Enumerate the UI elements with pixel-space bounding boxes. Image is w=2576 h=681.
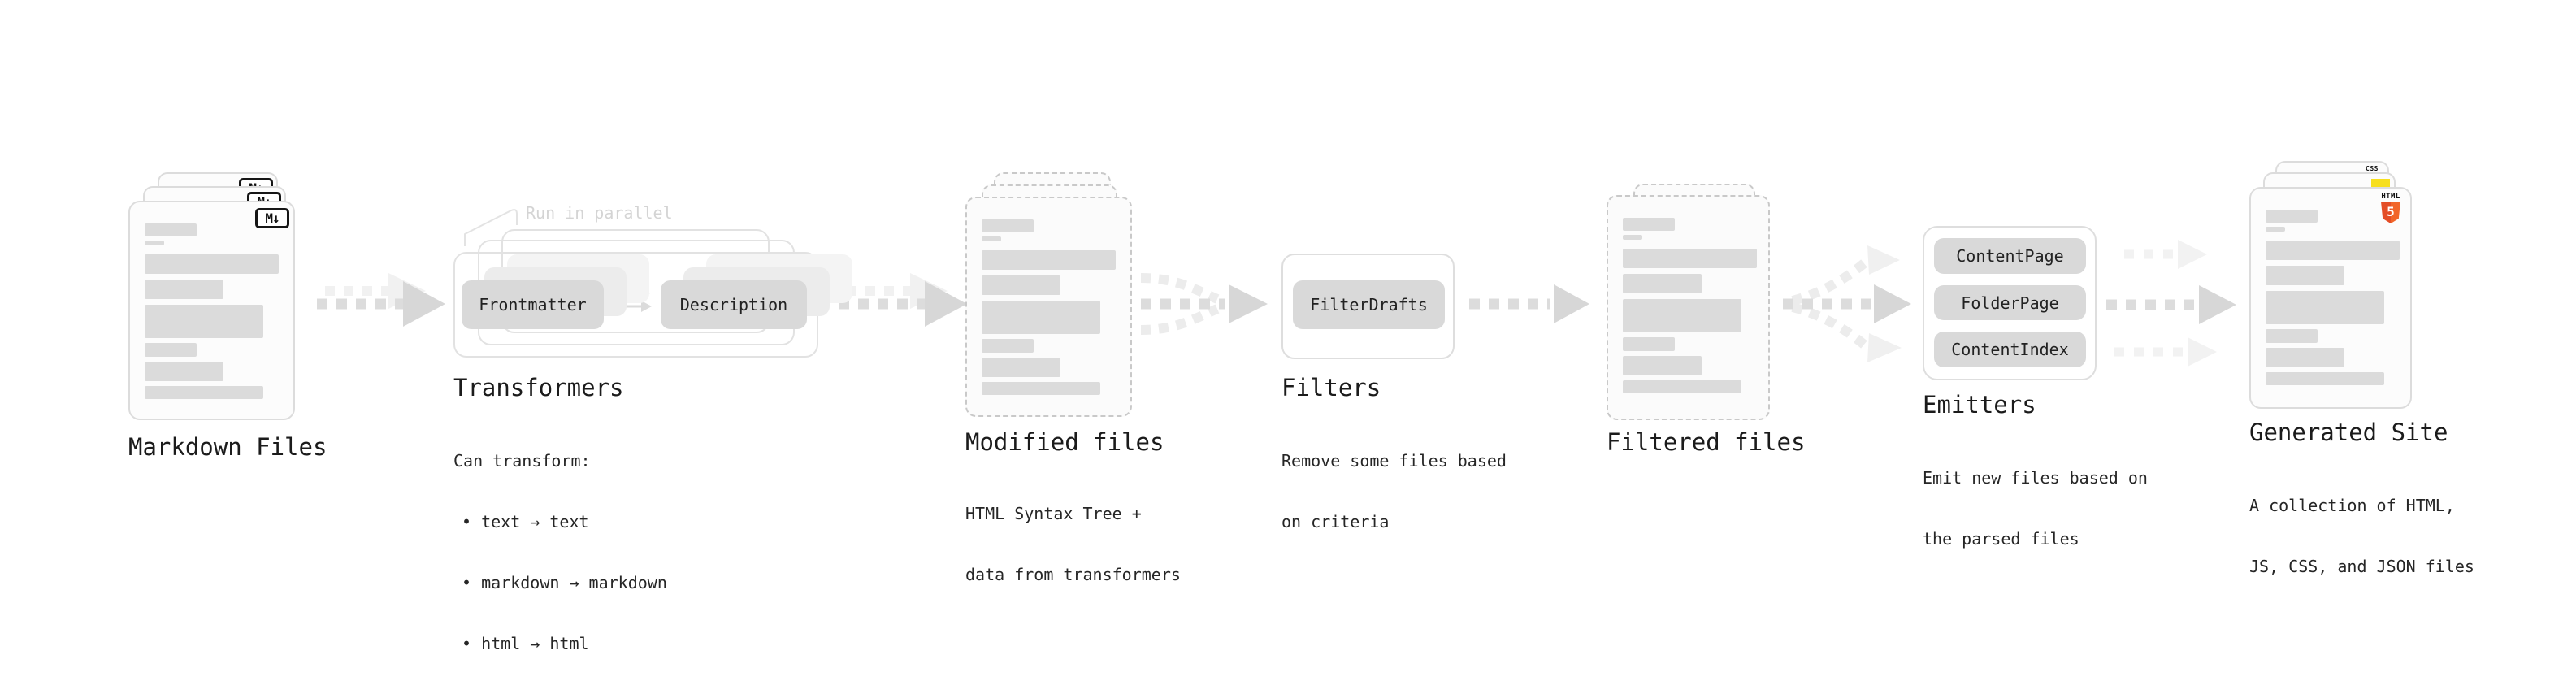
skeleton-text-line xyxy=(1623,356,1702,375)
markdown-files-label: Markdown Files xyxy=(128,433,327,461)
skeleton-text-line xyxy=(2266,266,2344,285)
transform-bullet: • text → text xyxy=(462,512,589,531)
skeleton-text-line xyxy=(145,386,263,399)
generated-site-caption-line: A collection of HTML, xyxy=(2249,496,2455,515)
skeleton-text-line xyxy=(982,339,1034,353)
skeleton-text-line xyxy=(145,343,197,357)
filters-caption: Remove some files based on criteria xyxy=(1281,410,1507,553)
skeleton-text-line xyxy=(2266,241,2400,260)
document-skeleton-text xyxy=(982,219,1122,395)
emitters-caption: Emit new files based on the parsed files xyxy=(1923,427,2148,570)
modified-file-doc-front xyxy=(965,197,1132,417)
filters-caption-line: Remove some files based xyxy=(1281,451,1507,471)
skeleton-text-line xyxy=(1623,235,1642,240)
skeleton-text-line xyxy=(982,358,1060,377)
arrow-filters-to-filtered-icon xyxy=(1469,284,1589,323)
document-skeleton-text xyxy=(2266,210,2402,385)
frontmatter-transformer-box: Frontmatter xyxy=(462,280,604,329)
generated-site-caption: A collection of HTML, JS, CSS, and JSON … xyxy=(2249,455,2474,597)
modified-files-label: Modified files xyxy=(965,428,1164,456)
html5-icon: HTML 5 xyxy=(2379,193,2402,223)
transform-bullet: • html → html xyxy=(462,634,589,653)
emitters-caption-line: Emit new files based on xyxy=(1923,468,2148,488)
generated-site-doc-html: HTML 5 xyxy=(2249,187,2412,409)
skeleton-text-line xyxy=(982,275,1060,295)
arrow-filtered-to-emitters-icon xyxy=(1783,245,1911,362)
filtered-file-doc-front xyxy=(1607,195,1770,420)
html5-icon-text: HTML xyxy=(2381,193,2400,201)
skeleton-text-line xyxy=(1623,274,1702,293)
skeleton-text-line xyxy=(1623,337,1675,351)
run-in-parallel-annotation: Run in parallel xyxy=(526,203,673,223)
skeleton-text-line xyxy=(1623,218,1675,231)
filtered-files-label: Filtered files xyxy=(1607,428,1806,456)
skeleton-text-line xyxy=(145,305,263,338)
skeleton-text-line xyxy=(2266,210,2318,223)
generated-site-caption-line: JS, CSS, and JSON files xyxy=(2249,557,2474,576)
emitter-box-contentindex: ContentIndex xyxy=(1934,332,2086,367)
emitters-caption-line: the parsed files xyxy=(1923,529,2079,549)
skeleton-text-line xyxy=(145,280,223,299)
skeleton-text-line xyxy=(1623,249,1757,268)
transformers-label: Transformers xyxy=(453,374,624,401)
skeleton-text-line xyxy=(145,254,279,274)
skeleton-text-line xyxy=(2266,372,2384,385)
skeleton-text-line xyxy=(2266,227,2285,232)
skeleton-text-line xyxy=(1623,299,1741,332)
markdown-file-doc-front: M↓ xyxy=(128,201,295,420)
generated-site-label: Generated Site xyxy=(2249,419,2448,446)
skeleton-text-line xyxy=(2266,291,2384,324)
filters-label: Filters xyxy=(1281,374,1381,401)
skeleton-text-line xyxy=(145,362,223,381)
arrow-markdown-to-transformers-icon xyxy=(317,273,445,327)
emitters-label: Emitters xyxy=(1923,391,2036,419)
transformers-caption: Can transform: • text → text • markdown … xyxy=(453,410,667,674)
document-skeleton-text xyxy=(145,223,285,399)
description-transformer-box: Description xyxy=(661,280,807,329)
arrow-modified-to-filters-icon xyxy=(1140,273,1268,335)
filters-caption-line: on criteria xyxy=(1281,512,1390,531)
modified-files-caption: HTML Syntax Tree + data from transformer… xyxy=(965,463,1181,605)
transform-bullet: • markdown → markdown xyxy=(462,573,667,592)
skeleton-text-line xyxy=(2266,348,2344,367)
modified-files-caption-line: HTML Syntax Tree + xyxy=(965,504,1142,523)
skeleton-text-line xyxy=(982,301,1100,334)
transformers-caption-title: Can transform: xyxy=(453,451,591,471)
skeleton-text-line xyxy=(982,250,1116,270)
skeleton-text-line xyxy=(982,382,1100,395)
arrow-transformers-to-modified-icon xyxy=(839,273,967,327)
skeleton-text-line xyxy=(2266,329,2318,343)
arrow-emitters-to-generated-icon xyxy=(2106,240,2236,367)
document-skeleton-text xyxy=(1623,218,1760,393)
emitter-box-folderpage: FolderPage xyxy=(1934,285,2086,320)
skeleton-text-line xyxy=(145,241,164,245)
css-icon-text: CSS xyxy=(2366,165,2379,172)
skeleton-text-line xyxy=(1623,380,1741,393)
emitter-box-contentpage: ContentPage xyxy=(1934,238,2086,274)
skeleton-text-line xyxy=(982,236,1001,241)
filterdrafts-box: FilterDrafts xyxy=(1293,280,1445,329)
skeleton-text-line xyxy=(145,223,197,236)
markdown-icon: M↓ xyxy=(255,208,289,228)
modified-files-caption-line: data from transformers xyxy=(965,565,1181,584)
skeleton-text-line xyxy=(982,219,1034,232)
